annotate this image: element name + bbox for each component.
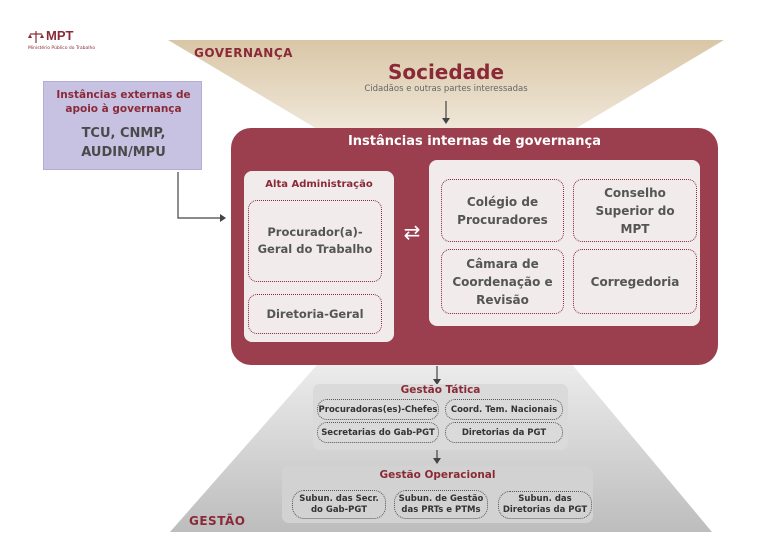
- gestao-operacional-title: Gestão Operacional: [379, 469, 496, 481]
- procurador-geral-box: Procurador(a)-Geral do Trabalho: [248, 200, 382, 282]
- alta-admin-title: Alta Administração: [265, 179, 373, 190]
- logo-text: MPT: [46, 28, 74, 43]
- operacional-item: Subun. das Secr. do Gab-PGT: [292, 490, 386, 519]
- gestao-tatica-box: Gestão Tática Procuradoras(es)-Chefes Co…: [313, 384, 568, 450]
- tatica-item: Coord. Tem. Nacionais: [445, 399, 563, 420]
- operacional-item: Subun. das Diretorias da PGT: [498, 491, 592, 519]
- operacional-item: Subun. de Gestão das PRTs e PTMs: [394, 490, 488, 519]
- tatica-item: Procuradoras(es)-Chefes: [317, 399, 439, 420]
- conselho-superior-box: Conselho Superior do MPT: [573, 179, 697, 242]
- sociedade-title: Sociedade: [387, 60, 505, 84]
- governanca-funnel: [168, 40, 724, 145]
- logo-subtitle: Ministério Público do Trabalho: [28, 46, 96, 51]
- alta-admin-box: Alta Administração Procurador(a)-Geral d…: [244, 171, 394, 342]
- internas-panel: Instâncias internas de governança Alta A…: [231, 128, 718, 365]
- governanca-label: GOVERNANÇA: [194, 46, 293, 60]
- gestao-label: GESTÃO: [189, 514, 246, 528]
- corregedoria-box: Corregedoria: [573, 249, 697, 314]
- tatica-item: Secretarias do Gab-PGT: [317, 422, 439, 443]
- colegio-procuradores-box: Colégio de Procuradores: [441, 179, 564, 242]
- exchange-arrows-icon: ⇄: [403, 220, 421, 244]
- logo: MPT Ministério Público do Trabalho: [28, 28, 108, 54]
- gestao-operacional-box: Gestão Operacional Subun. das Secr. do G…: [282, 466, 593, 523]
- tatica-item: Diretorias da PGT: [445, 422, 563, 443]
- sociedade-subtitle: Cidadãos e outras partes interessadas: [364, 84, 528, 94]
- colegiados-box: Colégio de Procuradores Conselho Superio…: [429, 160, 700, 326]
- scales-icon: [28, 31, 44, 43]
- internas-title: Instâncias internas de governança: [347, 134, 602, 149]
- gestao-tatica-title: Gestão Tática: [400, 384, 481, 396]
- camara-coordenacao-box: Câmara de Coordenação e Revisão: [441, 249, 564, 314]
- externas-body: TCU, CNMP, AUDIN/MPU: [81, 126, 166, 160]
- externas-title: Instâncias externas de apoio à governanç…: [56, 89, 191, 115]
- diretoria-geral-box: Diretoria-Geral: [248, 294, 382, 334]
- externas-box: Instâncias externas de apoio à governanç…: [43, 81, 202, 170]
